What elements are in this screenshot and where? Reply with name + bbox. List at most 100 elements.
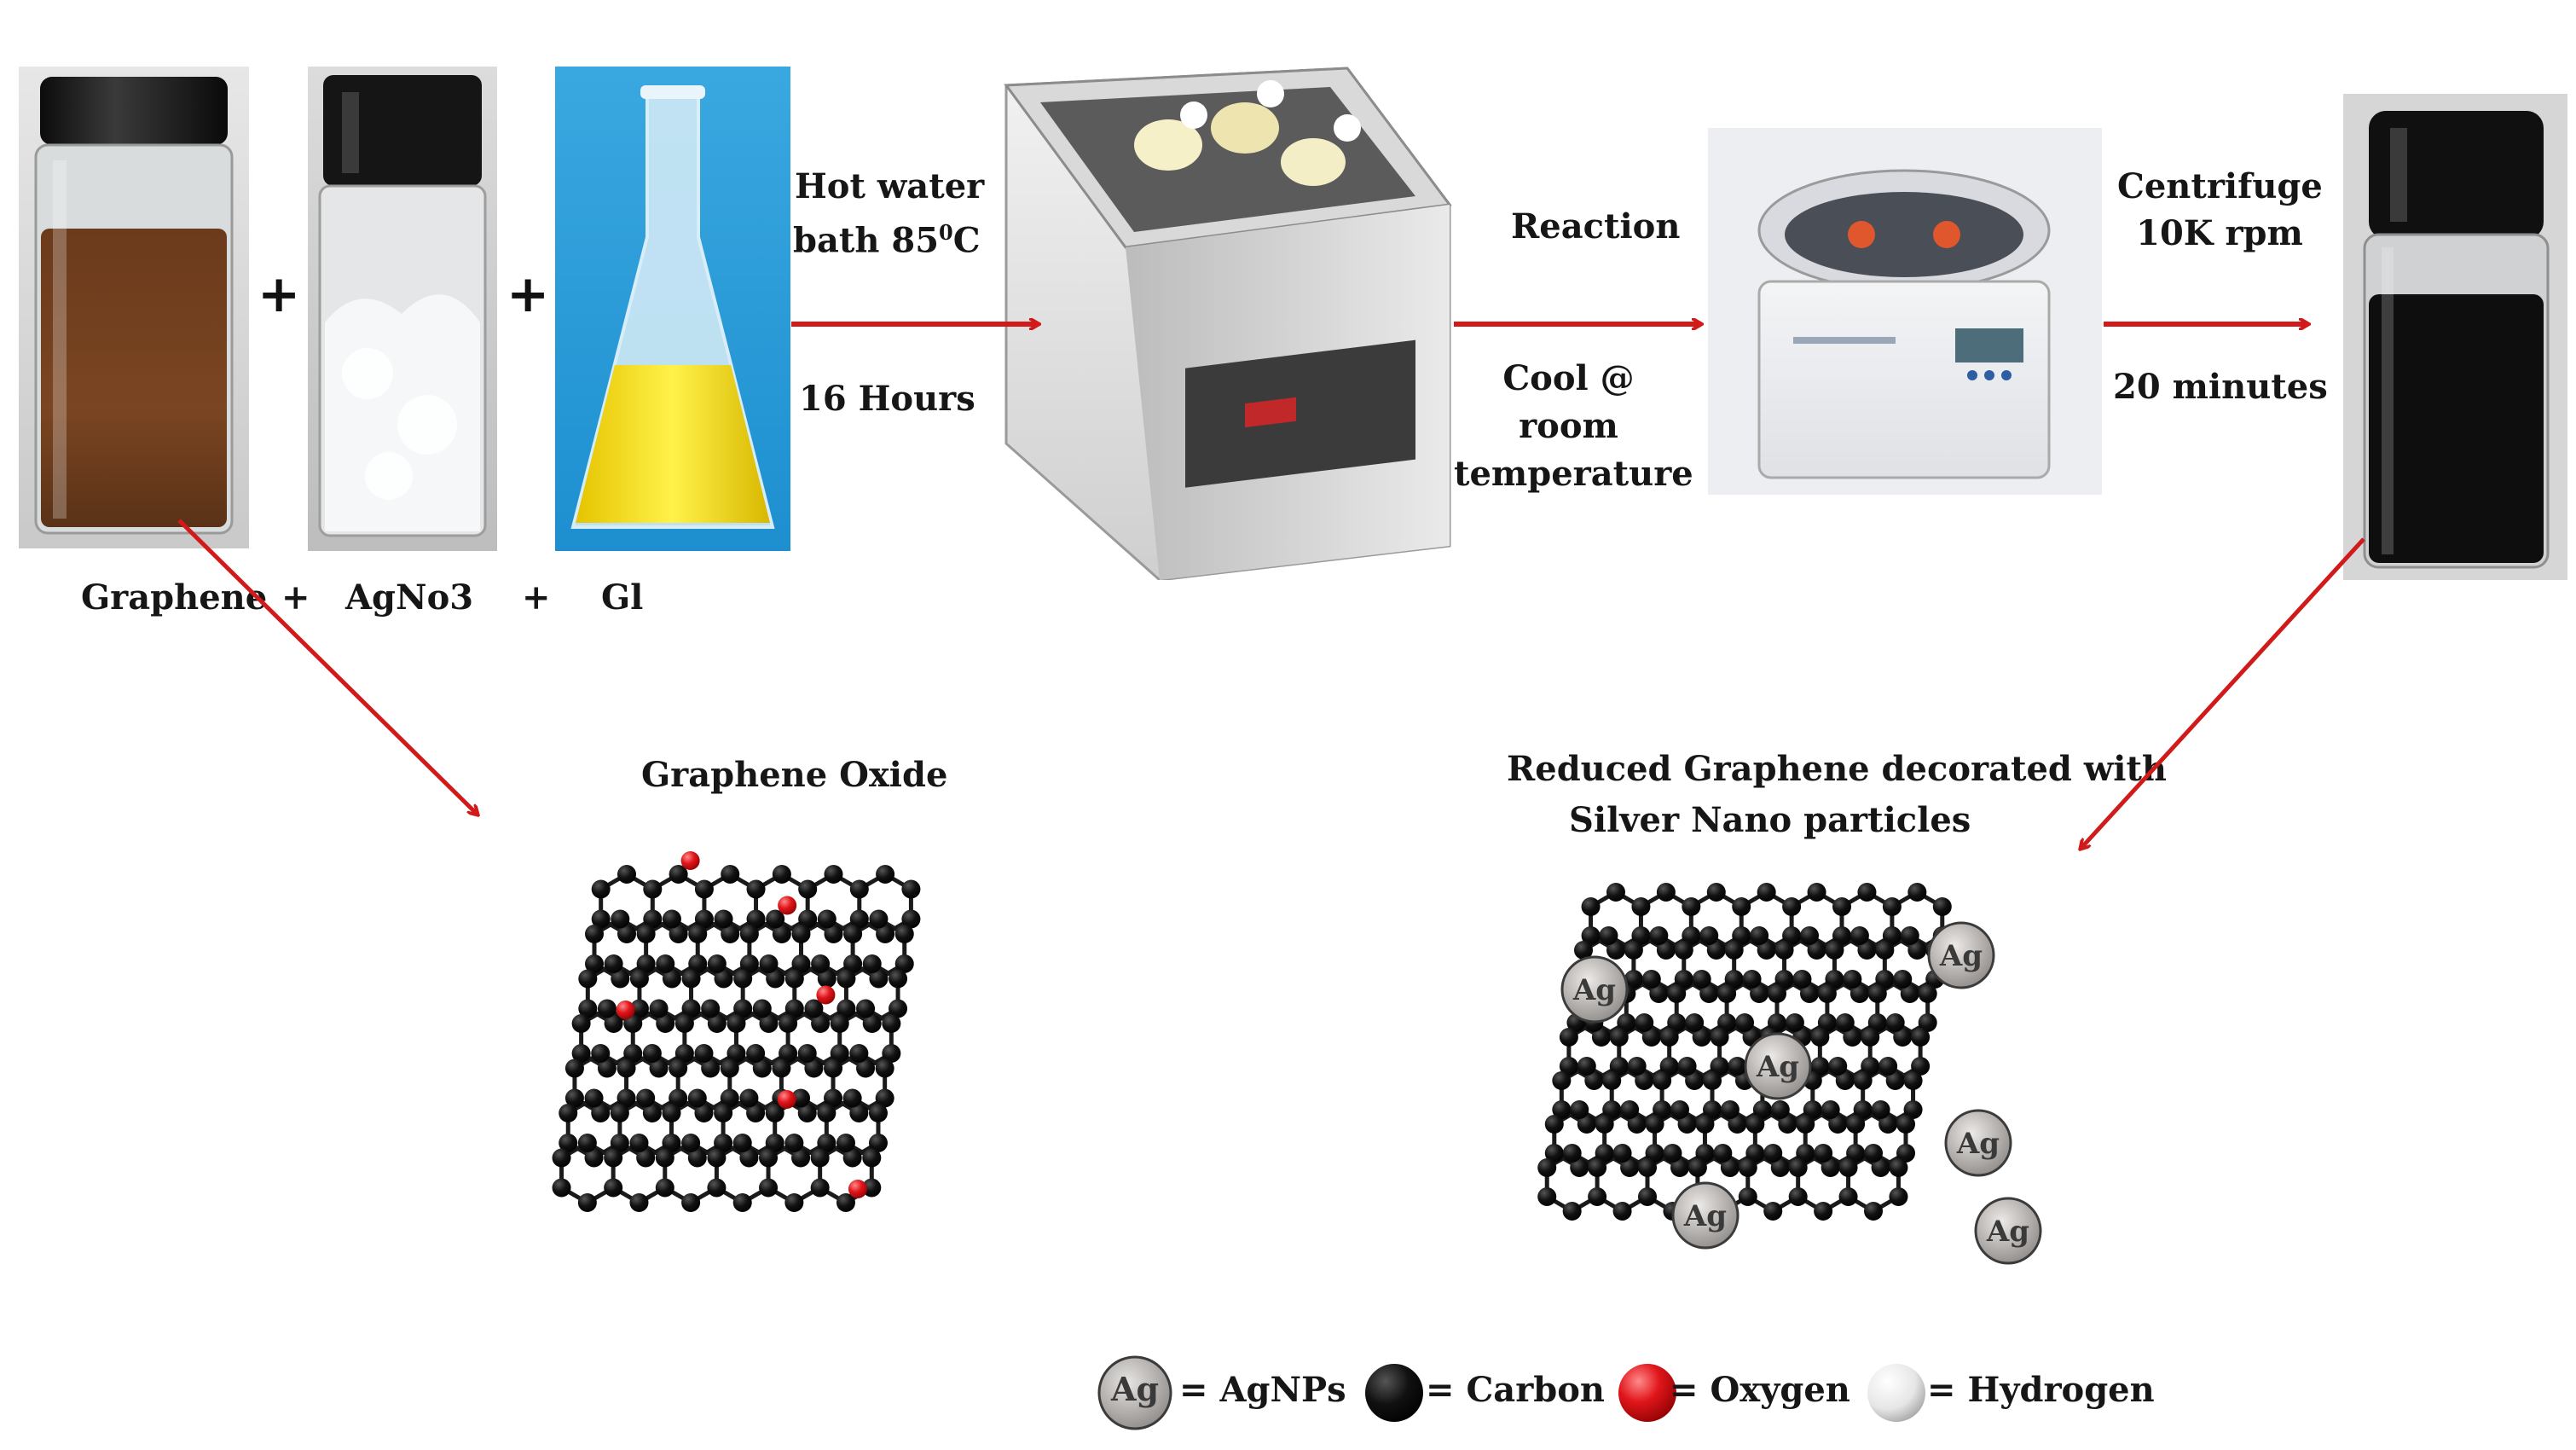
ag-label: Ag [1956, 1127, 2000, 1161]
oxygen-atom [681, 851, 700, 870]
carbon-atom [707, 1179, 726, 1198]
carbon-atom [681, 1193, 700, 1212]
carbon-atom [824, 865, 842, 884]
carbon-atom [1685, 1013, 1704, 1032]
carbon-atom [856, 1000, 875, 1018]
carbon-atom [1699, 926, 1718, 945]
carbon-atom [1821, 1100, 1840, 1119]
carbon-atom [1560, 1028, 1578, 1047]
carbon-atom [592, 880, 611, 899]
carbon-atom [1717, 984, 1736, 1003]
carbon-atom [1739, 1187, 1757, 1206]
carbon-atom [1606, 883, 1625, 902]
carbon-atom [759, 954, 778, 973]
carbon-atom [779, 1014, 797, 1033]
carbon-atom [721, 865, 739, 884]
carbon-atom [1595, 1115, 1614, 1134]
carbon-atom [630, 970, 649, 989]
carbon-atom [784, 1134, 803, 1152]
carbon-atom [604, 1179, 622, 1198]
carbon-atom [1577, 1057, 1596, 1076]
carbon-atom [1638, 1187, 1657, 1206]
carbon-atom [617, 865, 636, 884]
carbon-atom [629, 1193, 648, 1212]
ag-label: Ag [1986, 1215, 2029, 1249]
carbon-atom [753, 1000, 772, 1018]
carbon-atom [591, 1044, 610, 1063]
carbon-atom [1757, 883, 1776, 902]
oxygen-atom [778, 1090, 796, 1109]
carbon-atom [1635, 1013, 1653, 1032]
carbon-atom [1735, 1013, 1754, 1032]
carbon-atom [1771, 1100, 1790, 1119]
carbon-atom [656, 1149, 674, 1168]
carbon-atom [1745, 1115, 1764, 1134]
carbon-atom [1620, 1100, 1639, 1119]
carbon-atom [850, 880, 869, 899]
carbon-atom [1678, 1057, 1697, 1076]
carbon-atom [876, 1059, 894, 1078]
carbon-atom [604, 1149, 622, 1168]
carbon-atom [836, 1134, 855, 1152]
carbon-atom [1792, 970, 1811, 989]
carbon-atom [1657, 883, 1676, 902]
carbon-atom [1864, 1144, 1883, 1163]
carbon-atom [733, 1193, 752, 1212]
carbon-atom [1563, 1144, 1582, 1163]
carbon-atom [605, 954, 623, 973]
carbon-atom [1588, 1158, 1606, 1177]
carbon-atom [578, 970, 597, 989]
carbon-atom [650, 1000, 669, 1018]
carbon-atom [1800, 926, 1819, 945]
carbon-atom [1739, 1158, 1757, 1177]
carbon-atom [637, 925, 656, 943]
carbon-atom [818, 910, 836, 929]
carbon-atom [707, 1149, 726, 1168]
carbon-atom [1667, 984, 1686, 1003]
carbon-atom [739, 1089, 758, 1108]
carbon-atom [869, 1104, 888, 1122]
carbon-atom [1911, 1028, 1930, 1047]
carbon-atom [1810, 1028, 1829, 1047]
carbon-atom [824, 1059, 842, 1078]
carbon-atom [1828, 1057, 1847, 1076]
reduced-graphene-molecule: AgAgAgAgAgAg [1537, 883, 2041, 1263]
carbon-atom [675, 1014, 694, 1033]
carbon-atom [553, 1149, 571, 1168]
carbon-atom [715, 910, 733, 929]
carbon-atom [1839, 1158, 1858, 1177]
carbon-atom [1846, 1115, 1865, 1134]
carbon-atom [1750, 926, 1768, 945]
carbon-atom [869, 910, 888, 929]
carbon-atom [862, 1149, 881, 1168]
carbon-atom [1624, 941, 1643, 960]
carbon-atom [1563, 1202, 1582, 1221]
carbon-atom [701, 1000, 720, 1018]
carbon-atom [663, 910, 681, 929]
carbon-atom [1782, 897, 1801, 916]
carbon-atom [1713, 1144, 1732, 1163]
carbon-atom [1570, 1100, 1589, 1119]
carbon-atom [578, 1193, 597, 1212]
carbon-atom [688, 1089, 707, 1108]
carbon-atom [1599, 926, 1618, 945]
carbon-atom [1610, 1028, 1629, 1047]
carbon-atom [772, 1059, 790, 1078]
carbon-atom [1703, 1071, 1722, 1090]
carbon-atom [1789, 1158, 1808, 1177]
carbon-atom [843, 925, 862, 943]
carbon-atom [784, 1193, 803, 1212]
carbon-atom [1864, 1202, 1883, 1221]
carbon-atom [1682, 897, 1700, 916]
carbon-atom [708, 954, 726, 973]
carbon-atom [682, 970, 701, 989]
carbon-atom [849, 1044, 868, 1063]
carbon-atom [1663, 1144, 1682, 1163]
carbon-atom [1796, 1115, 1815, 1134]
carbon-atom [798, 880, 817, 899]
carbon-atom [1861, 1028, 1879, 1047]
carbon-atom [1893, 970, 1912, 989]
arrow-to-reduced-graphene [2081, 539, 2364, 849]
carbon-atom [882, 1014, 900, 1033]
